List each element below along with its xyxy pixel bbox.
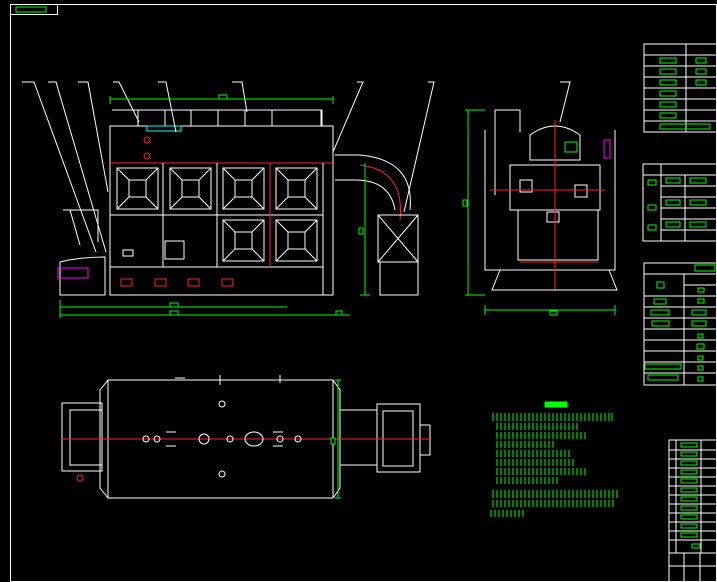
top-dimensions (330, 379, 341, 499)
title-tag (10, 4, 58, 15)
side-dimensions (462, 109, 616, 316)
front-dimensions (59, 94, 370, 318)
side-view (484, 81, 618, 291)
technical-notes (490, 401, 618, 517)
table-top-right (643, 43, 717, 133)
front-view (22, 81, 435, 296)
top-view (61, 375, 431, 499)
table-middle-right (642, 163, 717, 242)
parameter-table (643, 262, 717, 386)
drawing-frame (10, 4, 717, 582)
parts-list (668, 439, 717, 582)
